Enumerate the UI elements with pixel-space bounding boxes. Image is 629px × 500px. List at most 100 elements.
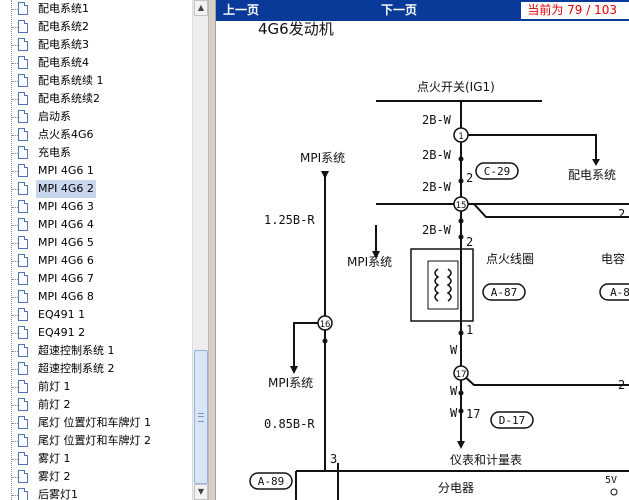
connector-a87-label: A-87 [491, 286, 518, 299]
tree-item-label: 点火系4G6 [38, 128, 94, 141]
distributor-label: 分电器 [438, 481, 474, 495]
tree-item[interactable]: 配电系统续 1 [0, 72, 192, 90]
tree-item[interactable]: 前灯 2 [0, 396, 192, 414]
capacitor-label: 电容 [601, 251, 625, 266]
tree-scrollbar[interactable]: ▲ ▼ [192, 0, 208, 500]
tree-item[interactable]: 配电系统续2 [0, 90, 192, 108]
connector-c29-tag [475, 162, 519, 180]
tree-item-label: MPI 4G6 1 [38, 164, 94, 177]
tree-item[interactable]: MPI 4G6 3 [0, 198, 192, 216]
tree-item-label: EQ491 2 [38, 326, 86, 339]
node-15-label: 15 [456, 201, 467, 211]
node-1-label: 1 [458, 132, 463, 142]
tree-item[interactable]: 点火系4G6 [0, 126, 192, 144]
tree-item[interactable]: 尾灯 位置灯和车牌灯 1 [0, 414, 192, 432]
document-icon [18, 380, 28, 393]
node17-branch-wire [460, 372, 629, 386]
wire-code-2bw-2: 2B-W [422, 148, 452, 162]
tree-item[interactable]: MPI 4G6 5 [0, 234, 192, 252]
document-icon [18, 308, 28, 321]
mpi-left-label: MPI系统 [347, 255, 392, 269]
panel-splitter[interactable] [208, 0, 216, 500]
wire-code-w-3: W [450, 406, 458, 420]
node15-branch-wire [473, 203, 629, 218]
tree-item[interactable]: MPI 4G6 8 [0, 288, 192, 306]
tree-item-label: 超速控制系统 2 [38, 362, 115, 375]
pin-2d: 2 [618, 378, 625, 392]
connector-c29-label: C-29 [484, 165, 511, 178]
wire-code-2bw-4: 2B-W [422, 223, 452, 237]
wiring-diagram: 1 15 16 17 4G6发动机 点火开关(IG1) MPI系统 配电系统 M… [249, 21, 629, 500]
tree-branch-line [12, 99, 18, 100]
wire-code-2bw-3: 2B-W [422, 180, 452, 194]
tree-item-label: 充电系 [38, 146, 71, 159]
tree-item-label: 配电系统续 1 [38, 74, 104, 87]
tree-branch-line [12, 189, 18, 190]
tree-item-label: MPI 4G6 2 [36, 180, 96, 198]
tree-item[interactable]: MPI 4G6 7 [0, 270, 192, 288]
tree-item[interactable]: 配电系统2 [0, 18, 192, 36]
connector-a89-tag [249, 472, 293, 490]
tree-item-label: 前灯 2 [38, 398, 71, 411]
scroll-down-button[interactable]: ▼ [194, 484, 208, 500]
tree-branch-line [12, 441, 18, 442]
tree-item[interactable]: MPI 4G6 1 [0, 162, 192, 180]
ignition-coil-label: 点火线圈 [486, 252, 534, 266]
distribution-branch-wire [461, 134, 597, 159]
tree-item[interactable]: 配电系统3 [0, 36, 192, 54]
connector-a89-label: A-89 [258, 475, 285, 488]
tree-item[interactable]: EQ491 1 [0, 306, 192, 324]
tree-connector-line [11, 0, 12, 500]
tree-item-label: 超速控制系统 1 [38, 344, 115, 357]
tree-branch-line [12, 477, 18, 478]
document-icon [18, 488, 28, 500]
pin-17: 17 [466, 407, 480, 421]
prev-page-button[interactable]: 上一页 [223, 3, 260, 17]
grip-icon [198, 413, 204, 422]
tree-item[interactable]: 充电系 [0, 144, 192, 162]
tree-item[interactable]: MPI 4G6 2 [0, 180, 192, 198]
document-icon [18, 452, 28, 465]
tree-branch-line [12, 81, 18, 82]
tree-item[interactable]: 雾灯 2 [0, 468, 192, 486]
tree-item[interactable]: EQ491 2 [0, 324, 192, 342]
document-icon [18, 146, 28, 159]
tree-item[interactable]: 尾灯 位置灯和车牌灯 2 [0, 432, 192, 450]
page-indicator: 当前为 79 / 103 [521, 2, 629, 19]
tree-item-label: 启动系 [38, 110, 71, 123]
meter-label: 仪表和计量表 [450, 453, 522, 467]
tree-item[interactable]: 雾灯 1 [0, 450, 192, 468]
tree-branch-line [12, 405, 18, 406]
tree-item[interactable]: 配电系统1 [0, 0, 192, 18]
document-icon [18, 290, 28, 303]
tree-item[interactable]: MPI 4G6 6 [0, 252, 192, 270]
tree-item[interactable]: 前灯 1 [0, 378, 192, 396]
tree-item[interactable]: 配电系统4 [0, 54, 192, 72]
pin-2c: 2 [618, 207, 625, 221]
tree-item-label: MPI 4G6 8 [38, 290, 94, 303]
wire-code-w-2: W [450, 384, 458, 398]
tree-item[interactable]: 超速控制系统 2 [0, 360, 192, 378]
document-icon [18, 38, 28, 51]
document-icon [18, 362, 28, 375]
scroll-up-button[interactable]: ▲ [194, 0, 208, 16]
node-16-label: 16 [320, 320, 331, 330]
tree-item[interactable]: 后雾灯1 [0, 486, 192, 500]
volt-5v: 5V [605, 475, 617, 486]
next-page-button[interactable]: 下一页 [381, 3, 418, 17]
tree-item[interactable]: 超速控制系统 1 [0, 342, 192, 360]
tree-branch-line [12, 243, 18, 244]
tree-item[interactable]: 启动系 [0, 108, 192, 126]
distribution-arrow-icon [592, 159, 600, 166]
tree-item[interactable]: MPI 4G6 4 [0, 216, 192, 234]
tree-branch-line [12, 207, 18, 208]
tree-item-label: 尾灯 位置灯和车牌灯 1 [38, 416, 151, 429]
tree-branch-line [12, 171, 18, 172]
tree-branch-line [12, 387, 18, 388]
scroll-thumb[interactable] [194, 350, 208, 484]
document-icon [18, 344, 28, 357]
ignition-coil-box [410, 248, 474, 322]
mpi-left-arrow-icon [372, 251, 380, 259]
meter-arrow-icon [457, 441, 465, 449]
